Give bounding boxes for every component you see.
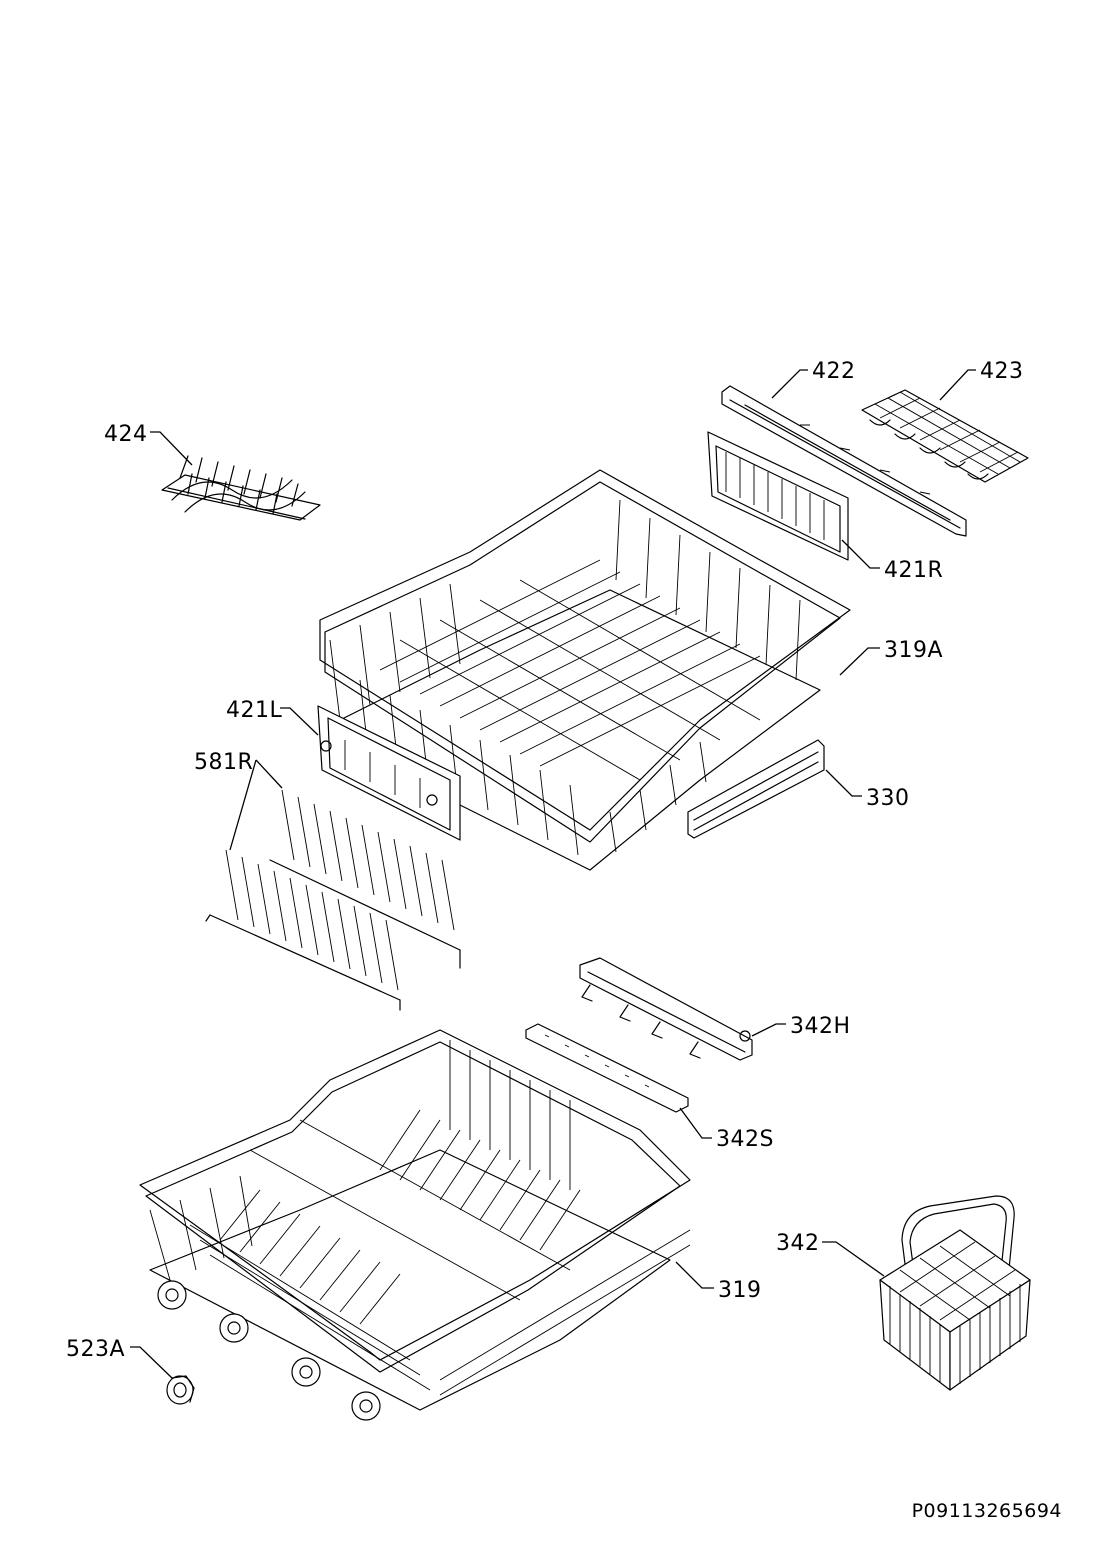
svg-text:422: 422 bbox=[812, 359, 856, 384]
label-523A: 523A bbox=[66, 1337, 173, 1379]
svg-text:523A: 523A bbox=[66, 1337, 125, 1362]
part-342S-strip bbox=[525, 1023, 689, 1113]
label-581R: 581R bbox=[194, 750, 283, 851]
part-342H-holder bbox=[579, 957, 753, 1061]
part-421L-panel bbox=[317, 705, 461, 841]
svg-text:330: 330 bbox=[866, 786, 910, 811]
part-424-insert bbox=[161, 455, 321, 521]
label-342: 342 bbox=[776, 1231, 885, 1277]
part-421R-panel bbox=[707, 431, 849, 561]
svg-text:342H: 342H bbox=[790, 1014, 851, 1039]
label-423: 423 bbox=[939, 359, 1024, 401]
label-342H: 342H bbox=[751, 1014, 851, 1039]
label-421R: 421R bbox=[841, 539, 943, 583]
part-423-grid-tray bbox=[861, 389, 1029, 483]
svg-text:421L: 421L bbox=[226, 698, 282, 723]
svg-text:342: 342 bbox=[776, 1231, 820, 1256]
part-342-cutlery-basket bbox=[879, 1195, 1031, 1391]
part-319-lower-basket bbox=[139, 1029, 691, 1421]
svg-text:423: 423 bbox=[980, 359, 1024, 384]
label-330: 330 bbox=[825, 769, 910, 811]
part-523A-wheel bbox=[166, 1375, 195, 1405]
label-424: 424 bbox=[104, 422, 193, 466]
label-422: 422 bbox=[771, 359, 856, 399]
lower-basket-wheels bbox=[157, 1280, 381, 1421]
part-330-bar bbox=[687, 739, 825, 839]
svg-text:424: 424 bbox=[104, 422, 148, 447]
document-id: P09113265694 bbox=[911, 1500, 1062, 1522]
svg-text:581R: 581R bbox=[194, 750, 253, 775]
part-319A-upper-basket bbox=[319, 469, 851, 871]
svg-text:342S: 342S bbox=[716, 1127, 774, 1152]
label-319: 319 bbox=[675, 1261, 762, 1303]
svg-text:319A: 319A bbox=[884, 638, 943, 663]
svg-text:319: 319 bbox=[718, 1278, 762, 1303]
label-342S: 342S bbox=[679, 1107, 774, 1152]
part-422-rail bbox=[721, 385, 967, 537]
label-421L: 421L bbox=[226, 698, 319, 736]
part-581R-tine-rack bbox=[205, 789, 461, 1011]
svg-text:421R: 421R bbox=[884, 558, 943, 583]
label-319A: 319A bbox=[839, 638, 943, 676]
